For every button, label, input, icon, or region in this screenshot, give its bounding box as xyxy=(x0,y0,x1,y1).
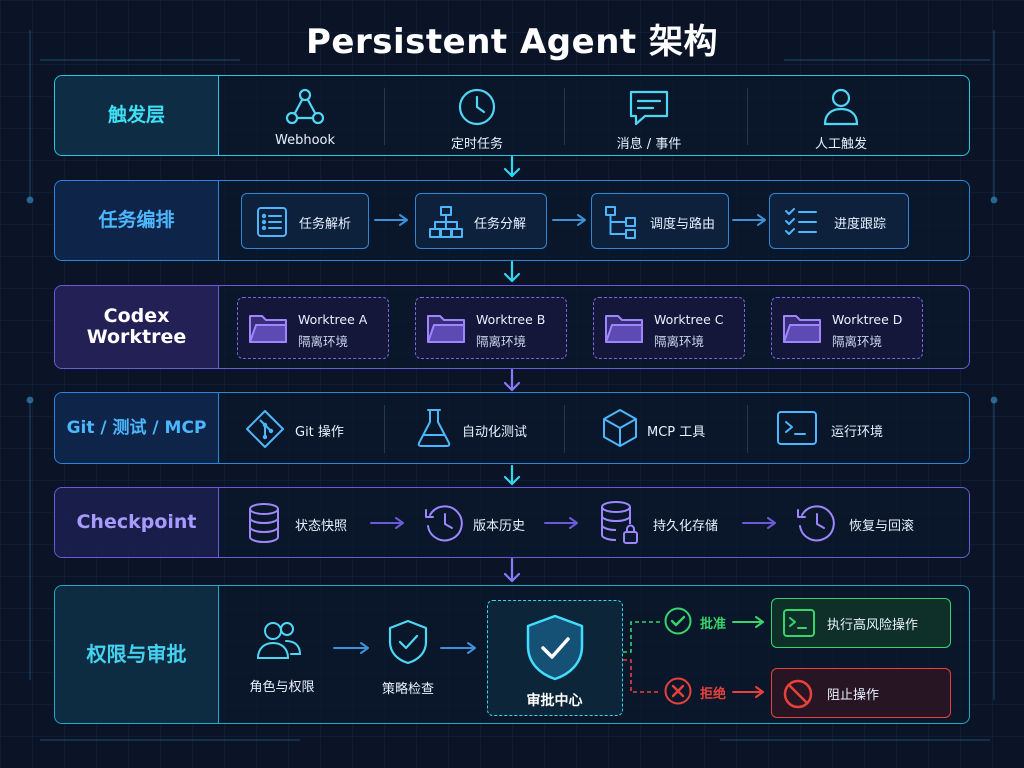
trigger-item-label: Webhook xyxy=(274,133,336,148)
worktree-a-box: Worktree A 隔离环境 xyxy=(237,297,389,359)
restore-icon xyxy=(797,505,835,542)
flow-arrow xyxy=(732,616,764,628)
approval-layer: 权限与审批 角色与权限 策略检查 审批中心 xyxy=(54,585,970,724)
block-label: 阻止操作 xyxy=(827,688,880,703)
block-icon xyxy=(783,679,813,709)
tooling-item-label: 运行环境 xyxy=(831,425,884,440)
list-icon xyxy=(257,207,287,237)
checkpoint-item-label: 持久化存储 xyxy=(653,519,719,534)
x-circle-icon xyxy=(664,677,692,705)
database-lock-icon xyxy=(601,501,638,544)
checkpoint-layer: Checkpoint 状态快照 版本历史 持久化存储 xyxy=(54,487,970,558)
terminal-icon xyxy=(777,411,817,445)
flow-arrow xyxy=(440,642,476,654)
worktree-layer-title: Codex Worktree xyxy=(55,286,219,368)
tooling-layer: Git / 测试 / MCP Git 操作 自动化测试 MCP 工具 运行环境 xyxy=(54,392,970,464)
trigger-item-label: 人工触发 xyxy=(814,137,867,152)
page-title: Persistent Agent 架构 xyxy=(306,22,718,62)
database-icon xyxy=(249,503,279,544)
cube-icon xyxy=(603,409,637,447)
orchestration-item-label: 任务解析 xyxy=(299,217,352,232)
policy-label: 策略检查 xyxy=(381,682,434,697)
block-box: 阻止操作 xyxy=(771,668,951,718)
flow-arrow xyxy=(732,214,766,226)
folder-icon xyxy=(427,315,465,343)
approval-center-label: 审批中心 xyxy=(526,693,583,709)
worktree-title-line1: Codex xyxy=(103,305,170,327)
checkpoint-item-label: 状态快照 xyxy=(295,519,348,534)
worktree-d-box: Worktree D 隔离环境 xyxy=(771,297,923,359)
worktree-name: Worktree A xyxy=(298,312,368,327)
folder-icon xyxy=(605,315,643,343)
checkpoint-layer-title: Checkpoint xyxy=(55,488,219,557)
tooling-item-label: Git 操作 xyxy=(295,425,344,440)
flow-arrow xyxy=(552,214,586,226)
worktree-c-box: Worktree C 隔离环境 xyxy=(593,297,745,359)
users-icon xyxy=(256,622,302,659)
git-icon xyxy=(246,410,284,448)
webhook-icon xyxy=(285,88,325,125)
reject-label: 拒绝 xyxy=(700,687,727,702)
routing-icon xyxy=(605,206,636,239)
worktree-sub: 隔离环境 xyxy=(654,334,705,349)
worktree-layer: Codex Worktree Worktree A 隔离环境 Worktree … xyxy=(54,285,970,369)
trigger-item-label: 消息 / 事件 xyxy=(616,137,682,152)
orchestration-item-label: 任务分解 xyxy=(474,217,527,232)
worktree-sub: 隔离环境 xyxy=(832,334,883,349)
approve-label: 批准 xyxy=(700,617,727,632)
shield-check-icon xyxy=(526,614,584,681)
execute-label: 执行高风险操作 xyxy=(827,618,919,633)
shield-check-icon xyxy=(388,619,428,665)
worktree-name: Worktree C xyxy=(654,312,724,327)
worktree-sub: 隔离环境 xyxy=(298,334,349,349)
checklist-icon xyxy=(785,208,817,235)
branch-connector xyxy=(623,621,661,693)
tooling-layer-title: Git / 测试 / MCP xyxy=(55,393,219,463)
task-decompose-box: 任务分解 xyxy=(415,193,547,249)
worktree-name: Worktree B xyxy=(476,312,546,327)
orchestration-layer: 任务编排 任务解析 任务分解 xyxy=(54,180,970,261)
orchestration-item-label: 进度跟踪 xyxy=(834,217,887,232)
trigger-item-label: 定时任务 xyxy=(450,137,503,152)
worktree-b-box: Worktree B 隔离环境 xyxy=(415,297,567,359)
checkpoint-item-label: 版本历史 xyxy=(473,519,526,534)
worktree-name: Worktree D xyxy=(832,312,903,327)
person-icon xyxy=(823,88,859,126)
flow-arrow xyxy=(544,517,578,529)
hierarchy-icon xyxy=(429,206,463,238)
trigger-layer-title: 触发层 xyxy=(55,76,219,155)
roles-label: 角色与权限 xyxy=(249,680,315,695)
flow-arrow xyxy=(370,517,404,529)
clock-icon xyxy=(458,88,496,126)
orchestration-item-label: 调度与路由 xyxy=(650,217,716,232)
approval-center-box: 审批中心 xyxy=(487,600,623,716)
check-circle-icon xyxy=(664,607,692,635)
tooling-item-label: MCP 工具 xyxy=(647,425,706,440)
checkpoint-item-label: 恢复与回滚 xyxy=(849,519,915,534)
trigger-layer: 触发层 Webhook 定时任务 消息 / 事件 人工触发 xyxy=(54,75,970,156)
worktree-sub: 隔离环境 xyxy=(476,334,527,349)
progress-box: 进度跟踪 xyxy=(769,193,909,249)
orchestration-layer-title: 任务编排 xyxy=(55,181,219,260)
flask-icon xyxy=(417,409,451,447)
flow-arrow xyxy=(333,642,369,654)
flow-arrow xyxy=(742,517,776,529)
message-icon xyxy=(629,90,669,126)
tooling-item-label: 自动化测试 xyxy=(462,425,528,440)
approval-layer-title: 权限与审批 xyxy=(55,586,219,723)
execute-box: 执行高风险操作 xyxy=(771,598,951,648)
flow-arrow xyxy=(732,686,764,698)
worktree-title-line2: Worktree xyxy=(86,326,187,348)
task-parse-box: 任务解析 xyxy=(241,193,369,249)
terminal-icon xyxy=(783,609,815,637)
flow-arrow xyxy=(374,214,408,226)
history-icon xyxy=(425,505,463,542)
routing-box: 调度与路由 xyxy=(591,193,729,249)
folder-icon xyxy=(249,315,287,343)
folder-icon xyxy=(783,315,821,343)
